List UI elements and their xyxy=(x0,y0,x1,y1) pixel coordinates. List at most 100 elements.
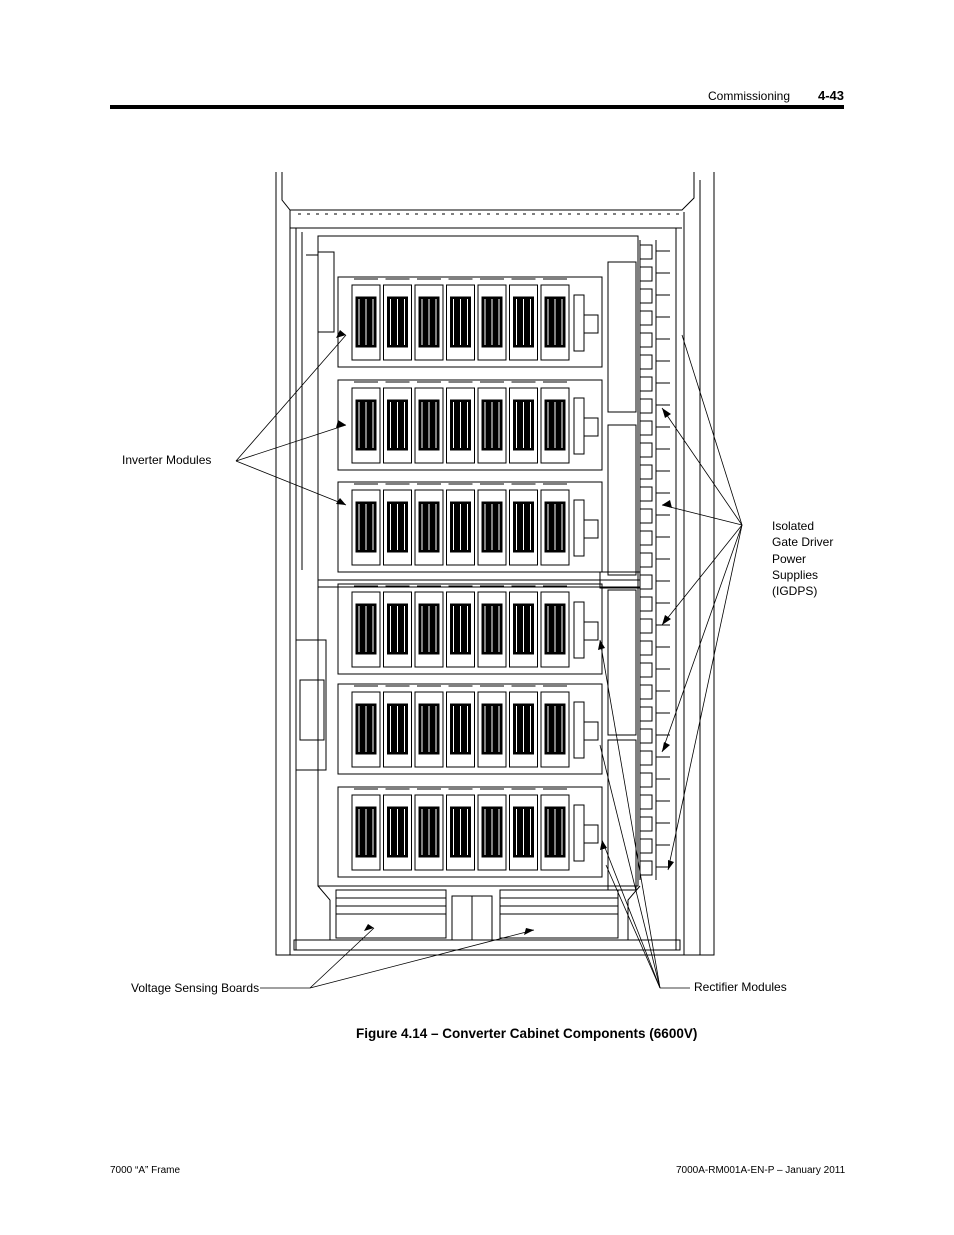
igdps-tab xyxy=(640,288,653,304)
igdps-tab xyxy=(640,684,653,700)
igdps-tab xyxy=(640,838,653,854)
inverter-bay xyxy=(337,276,603,368)
inverter-module xyxy=(383,585,412,668)
igdps-label: Isolated Gate Driver Power Supplies (IGD… xyxy=(772,518,833,599)
igdps-label-line: Power xyxy=(772,551,807,566)
igdps-tab xyxy=(640,266,653,282)
igdps-tab xyxy=(640,552,653,568)
inverter-module xyxy=(414,585,444,668)
inverter-module xyxy=(414,381,444,464)
igdps-tab xyxy=(640,486,653,502)
igdps-tab-array xyxy=(640,244,670,876)
igdps-label-line: Gate Driver xyxy=(772,535,834,550)
igdps-tab xyxy=(640,596,653,612)
inverter-module xyxy=(509,685,538,768)
inverter-module xyxy=(477,788,507,871)
inverter-modules-label: Inverter Modules xyxy=(122,453,212,467)
inverter-bay xyxy=(337,786,603,878)
igdps-tab xyxy=(640,310,653,326)
inverter-bay xyxy=(337,379,603,471)
inverter-module xyxy=(351,483,381,566)
heatsink-connector xyxy=(573,601,599,659)
footer-left: 7000 “A” Frame xyxy=(110,1165,181,1176)
header-rule xyxy=(110,105,844,109)
leader-lines xyxy=(235,334,743,989)
inverter-module xyxy=(540,585,570,668)
igdps-tab xyxy=(640,508,653,524)
inverter-module xyxy=(351,685,381,768)
inverter-module xyxy=(383,685,412,768)
inverter-module xyxy=(351,585,381,668)
inverter-module xyxy=(414,483,444,566)
igdps-tab xyxy=(640,398,653,414)
igdps-label-line: (IGDPS) xyxy=(772,584,818,599)
heatsink-connector xyxy=(573,499,599,557)
inverter-bays xyxy=(337,276,603,878)
igdps-tab xyxy=(640,574,653,590)
inverter-module xyxy=(446,685,475,768)
igdps-tab xyxy=(640,530,653,546)
inverter-module xyxy=(540,685,570,768)
inverter-module xyxy=(446,483,475,566)
igdps-tab xyxy=(640,244,653,260)
inverter-module xyxy=(446,585,475,668)
inverter-module xyxy=(509,483,538,566)
inverter-module xyxy=(540,483,570,566)
running-header-section: Commissioning xyxy=(708,89,791,103)
figure-caption: Figure 4.14 – Converter Cabinet Componen… xyxy=(356,1026,698,1041)
inverter-module xyxy=(414,278,444,361)
voltage-sensing-area xyxy=(317,885,641,941)
igdps-tab xyxy=(640,640,653,656)
rectifier-modules-label: Rectifier Modules xyxy=(694,980,787,994)
inverter-module xyxy=(351,788,381,871)
inverter-module xyxy=(414,788,444,871)
inverter-bay xyxy=(337,583,603,675)
inverter-module xyxy=(509,788,538,871)
inverter-module xyxy=(477,585,507,668)
inverter-module xyxy=(383,381,412,464)
igdps-tab xyxy=(640,816,653,832)
voltage-sensing-boards-label: Voltage Sensing Boards xyxy=(131,981,260,995)
inverter-module xyxy=(446,278,475,361)
igdps-tab xyxy=(640,376,653,392)
inverter-module xyxy=(351,381,381,464)
inverter-module xyxy=(383,278,412,361)
inverter-module xyxy=(383,483,412,566)
inverter-module xyxy=(351,278,381,361)
igdps-tab xyxy=(640,618,653,634)
igdps-tab xyxy=(640,332,653,348)
igdps-tab xyxy=(640,442,653,458)
igdps-tab xyxy=(640,750,653,766)
inverter-module xyxy=(509,381,538,464)
inverter-module xyxy=(477,278,507,361)
igdps-tab xyxy=(640,354,653,370)
inverter-module xyxy=(446,381,475,464)
heatsink-connector xyxy=(573,804,599,862)
inverter-module xyxy=(477,685,507,768)
inverter-module xyxy=(383,788,412,871)
heatsink-connector xyxy=(573,397,599,455)
igdps-tab xyxy=(640,662,653,678)
igdps-tab xyxy=(640,794,653,810)
inverter-module xyxy=(477,381,507,464)
leader-arrowheads xyxy=(336,330,674,935)
igdps-tab xyxy=(640,420,653,436)
inverter-module xyxy=(477,483,507,566)
inverter-bay xyxy=(337,481,603,573)
igdps-tab xyxy=(640,706,653,722)
igdps-label-line: Supplies xyxy=(772,567,819,582)
inverter-bay xyxy=(337,683,603,775)
igdps-label-line: Isolated xyxy=(772,519,815,533)
inverter-module xyxy=(414,685,444,768)
inverter-module xyxy=(540,381,570,464)
igdps-tab xyxy=(640,464,653,480)
page-number: 4-43 xyxy=(818,88,845,103)
heatsink-connector xyxy=(573,701,599,759)
inverter-module xyxy=(540,788,570,871)
inverter-module xyxy=(509,585,538,668)
footer-right: 7000A-RM001A-EN-P – January 2011 xyxy=(676,1165,846,1176)
igdps-tab xyxy=(640,772,653,788)
inverter-module xyxy=(446,788,475,871)
inverter-module xyxy=(509,278,538,361)
